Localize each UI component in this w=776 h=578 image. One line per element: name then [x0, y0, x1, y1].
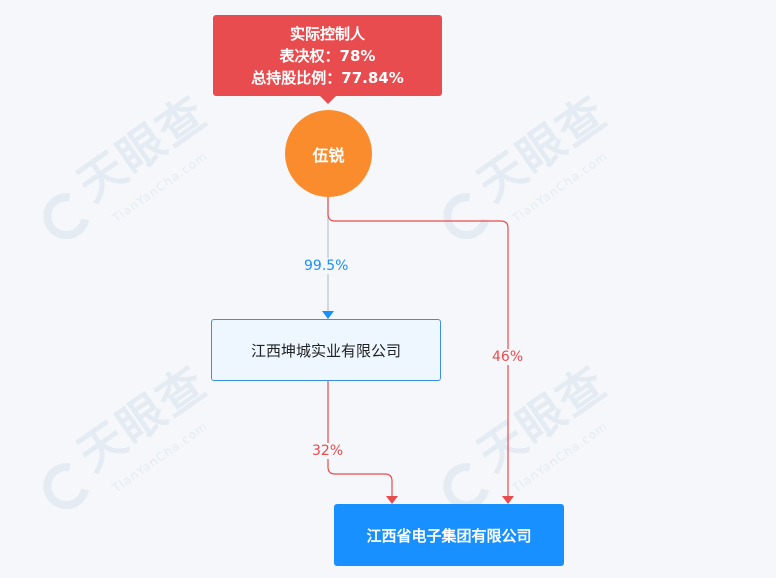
- edge-label-person-to-mid: 99.5%: [302, 258, 351, 274]
- company-node-target[interactable]: 江西省电子集团有限公司: [334, 504, 564, 566]
- edge-label-person-to-target: 46%: [490, 349, 526, 365]
- edge-person-to-target: [327, 197, 509, 497]
- arrow-person-to-mid: [322, 311, 334, 319]
- company-target-name: 江西省电子集团有限公司: [366, 526, 532, 545]
- arrow-mid-to-target: [386, 496, 398, 504]
- edge-mid-to-target: [327, 381, 393, 497]
- controller-voting: 表决权：78%: [279, 46, 376, 65]
- controller-title: 实际控制人: [289, 24, 365, 43]
- company-node-mid[interactable]: 江西坤城实业有限公司: [211, 319, 441, 381]
- edge-label-mid-to-target: 32%: [310, 443, 346, 459]
- actual-controller-box: 实际控制人 表决权：78% 总持股比例：77.84%: [213, 15, 442, 104]
- person-node[interactable]: 伍锐: [285, 110, 372, 197]
- person-name: 伍锐: [312, 145, 345, 165]
- controller-holding: 总持股比例：77.84%: [251, 68, 404, 87]
- company-mid-name: 江西坤城实业有限公司: [250, 341, 401, 360]
- arrow-person-to-target: [502, 496, 514, 504]
